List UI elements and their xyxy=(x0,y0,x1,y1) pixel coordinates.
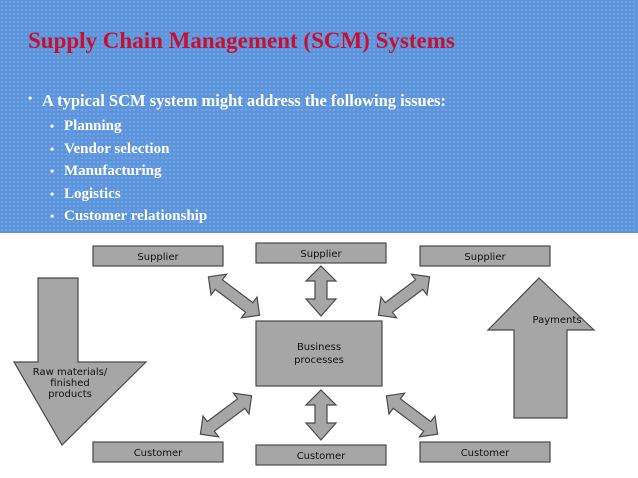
payments-label: Payments xyxy=(533,315,582,326)
issue-item: • Manufacturing xyxy=(50,160,207,183)
customer-box-right xyxy=(419,441,551,463)
raw-materials-label: products xyxy=(48,389,92,400)
business-processes-label: Business xyxy=(297,342,341,353)
issue-label: Customer relationship xyxy=(64,208,208,224)
customer-box-left xyxy=(92,441,224,463)
intro-bullet: • A typical SCM system might address the … xyxy=(28,91,446,111)
supplier-box-left xyxy=(92,245,224,267)
issue-label: Vendor selection xyxy=(64,140,170,157)
customer-label: Customer xyxy=(461,448,510,459)
issue-list: • Planning • Vendor selection • Manufacturi… xyxy=(50,115,207,228)
supplier-box-right xyxy=(419,245,551,267)
bullet-glyph: • xyxy=(28,91,33,105)
customer-label: Customer xyxy=(297,451,346,462)
payments-up-arrow xyxy=(486,277,596,419)
customer-box-center xyxy=(255,444,387,466)
issue-label: Planning xyxy=(64,118,122,134)
supplier-label: Supplier xyxy=(300,249,342,260)
bullet-glyph: • xyxy=(50,209,55,223)
bullet-glyph: • xyxy=(50,186,55,201)
supplier-label: Supplier xyxy=(137,252,179,263)
business-processes-box xyxy=(255,320,383,387)
double-arrow-supplier-right xyxy=(377,273,431,319)
issue-item: • Customer relationship xyxy=(50,205,207,228)
issue-item: • Planning xyxy=(50,115,207,138)
double-arrow-supplier-left xyxy=(207,273,261,319)
bullet-glyph: • xyxy=(50,119,55,133)
double-arrow-customer-left xyxy=(199,392,253,438)
intro-text: A typical SCM system might address the f… xyxy=(42,91,446,110)
slide-header: Supply Chain Management (SCM) Systems • A… xyxy=(0,0,638,233)
bullet-glyph: • xyxy=(50,164,55,178)
customer-label: Customer xyxy=(134,448,183,459)
business-processes-label: processes xyxy=(294,355,344,366)
issue-item: • Vendor selection xyxy=(50,138,207,161)
supplier-box-center xyxy=(255,242,387,264)
double-arrow-customer-center xyxy=(304,389,338,441)
bullet-glyph: • xyxy=(50,141,55,156)
double-arrow-supplier-center xyxy=(304,265,338,317)
supplier-label: Supplier xyxy=(464,252,506,263)
issue-label: Manufacturing xyxy=(64,163,162,179)
issue-item: • Logistics xyxy=(50,183,207,206)
raw-materials-label: finished xyxy=(50,378,89,389)
raw-materials-down-arrow xyxy=(12,277,148,446)
issue-label: Logistics xyxy=(64,185,121,202)
scm-diagram: Supplier Supplier Supplier Business proc… xyxy=(12,242,596,466)
slide-title: Supply Chain Management (SCM) Systems xyxy=(28,28,455,53)
raw-materials-label: Raw materials/ xyxy=(33,367,108,378)
double-arrow-customer-right xyxy=(385,392,439,438)
